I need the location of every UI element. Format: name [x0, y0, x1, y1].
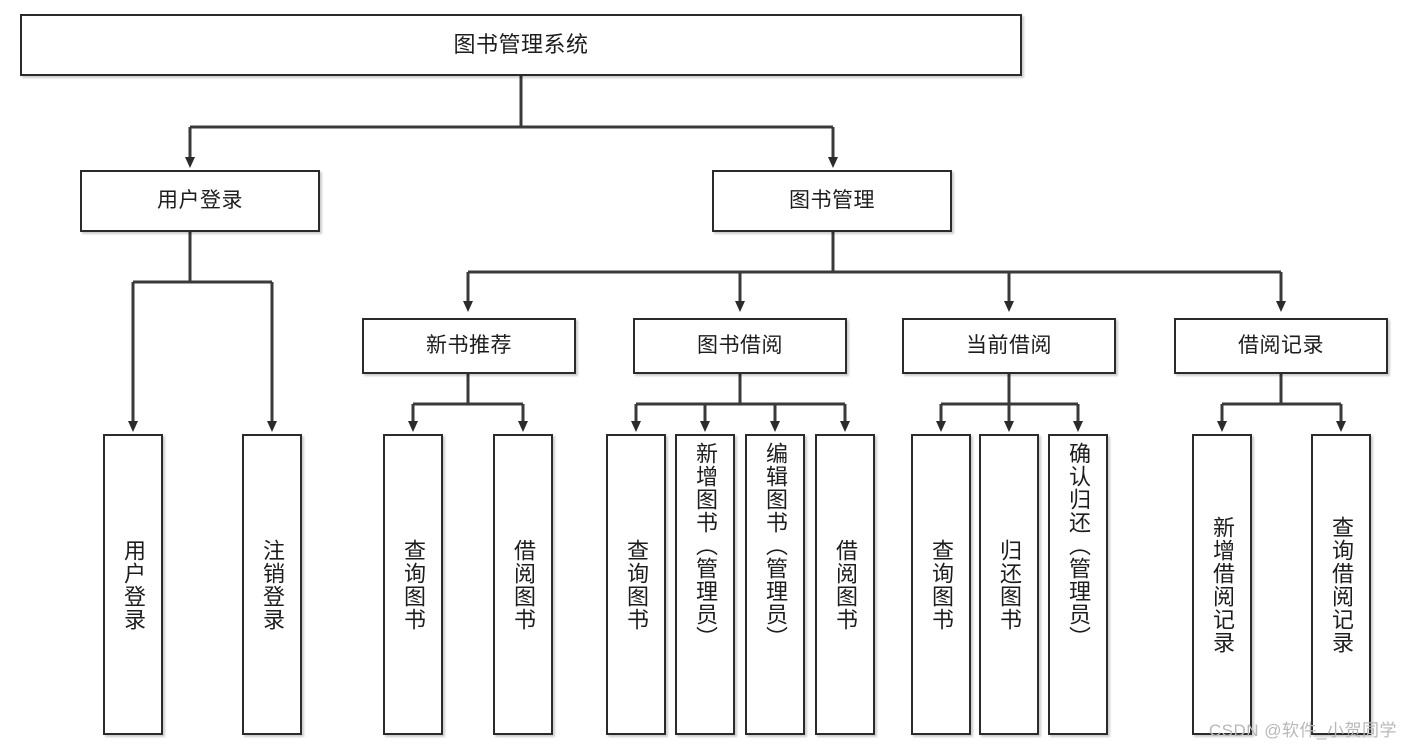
node-current-borrow[interactable]: 当前借阅	[902, 318, 1116, 374]
leaf-confirm-return-admin-label: 确认归还（管理员）	[1065, 442, 1091, 649]
leaf-new-book-borrow-label: 借阅图书	[510, 538, 536, 631]
leaf-user-login[interactable]: 用户登录	[103, 434, 163, 735]
leaf-query-borrow-record[interactable]: 查询借阅记录	[1311, 434, 1371, 735]
node-user-login-label: 用户登录	[157, 189, 243, 213]
leaf-confirm-return-admin[interactable]: 确认归还（管理员）	[1048, 434, 1108, 735]
leaf-new-book-query-label: 查询图书	[400, 538, 426, 631]
leaf-borrow-book[interactable]: 借阅图书	[815, 434, 875, 735]
node-user-login[interactable]: 用户登录	[80, 170, 320, 232]
leaf-add-borrow-record-label: 新增借阅记录	[1209, 515, 1235, 654]
leaf-current-query-book[interactable]: 查询图书	[911, 434, 971, 735]
node-book-management-label: 图书管理	[789, 189, 875, 213]
leaf-logout-label: 注销登录	[259, 538, 285, 631]
leaf-borrow-query-book-label: 查询图书	[623, 538, 649, 631]
node-borrow-record-label: 借阅记录	[1238, 334, 1324, 358]
leaf-add-book-admin-label: 新增图书（管理员）	[692, 442, 718, 649]
leaf-user-login-label: 用户登录	[120, 538, 146, 631]
leaf-new-book-borrow[interactable]: 借阅图书	[493, 434, 553, 735]
node-book-borrow-label: 图书借阅	[697, 334, 783, 358]
node-new-book-recommend-label: 新书推荐	[426, 334, 512, 358]
node-borrow-record[interactable]: 借阅记录	[1174, 318, 1388, 374]
leaf-add-borrow-record[interactable]: 新增借阅记录	[1192, 434, 1252, 735]
node-book-management[interactable]: 图书管理	[712, 170, 952, 232]
leaf-new-book-query[interactable]: 查询图书	[383, 434, 443, 735]
node-root-label: 图书管理系统	[453, 31, 589, 57]
node-root[interactable]: 图书管理系统	[20, 14, 1022, 76]
leaf-add-book-admin[interactable]: 新增图书（管理员）	[675, 434, 735, 735]
leaf-borrow-query-book[interactable]: 查询图书	[606, 434, 666, 735]
leaf-edit-book-admin-label: 编辑图书（管理员）	[762, 442, 788, 649]
leaf-logout[interactable]: 注销登录	[242, 434, 302, 735]
leaf-return-book-label: 归还图书	[996, 538, 1022, 631]
leaf-query-borrow-record-label: 查询借阅记录	[1328, 515, 1354, 654]
node-new-book-recommend[interactable]: 新书推荐	[362, 318, 576, 374]
leaf-edit-book-admin[interactable]: 编辑图书（管理员）	[745, 434, 805, 735]
node-current-borrow-label: 当前借阅	[966, 334, 1052, 358]
leaf-borrow-book-label: 借阅图书	[832, 538, 858, 631]
node-book-borrow[interactable]: 图书借阅	[633, 318, 847, 374]
leaf-current-query-book-label: 查询图书	[928, 538, 954, 631]
watermark: CSDN @软件_小贺同学	[1208, 721, 1397, 740]
leaf-return-book[interactable]: 归还图书	[979, 434, 1039, 735]
